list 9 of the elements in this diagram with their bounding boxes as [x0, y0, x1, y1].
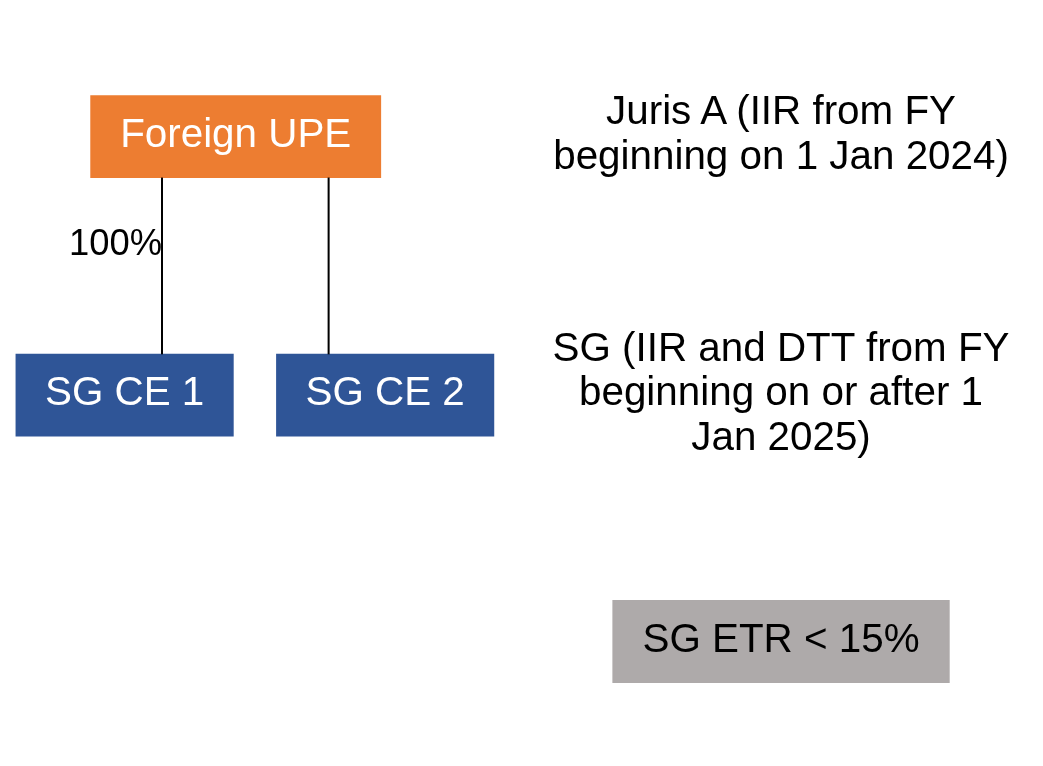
connector	[327, 177, 330, 355]
edge-label: 100%	[69, 221, 163, 263]
node-box: SG CE 1	[15, 353, 234, 437]
node-box: Foreign UPE	[90, 95, 382, 178]
connector	[161, 177, 163, 355]
node-box: SG CE 2	[276, 353, 495, 437]
node-box: SG ETR < 15%	[612, 600, 950, 683]
label: Juris A (IIR from FY beginning on 1 Jan 2024)	[553, 87, 1009, 178]
label: SG (IIR and DTT from FY beginning on or after 1 Jan 2025)	[552, 323, 1010, 459]
